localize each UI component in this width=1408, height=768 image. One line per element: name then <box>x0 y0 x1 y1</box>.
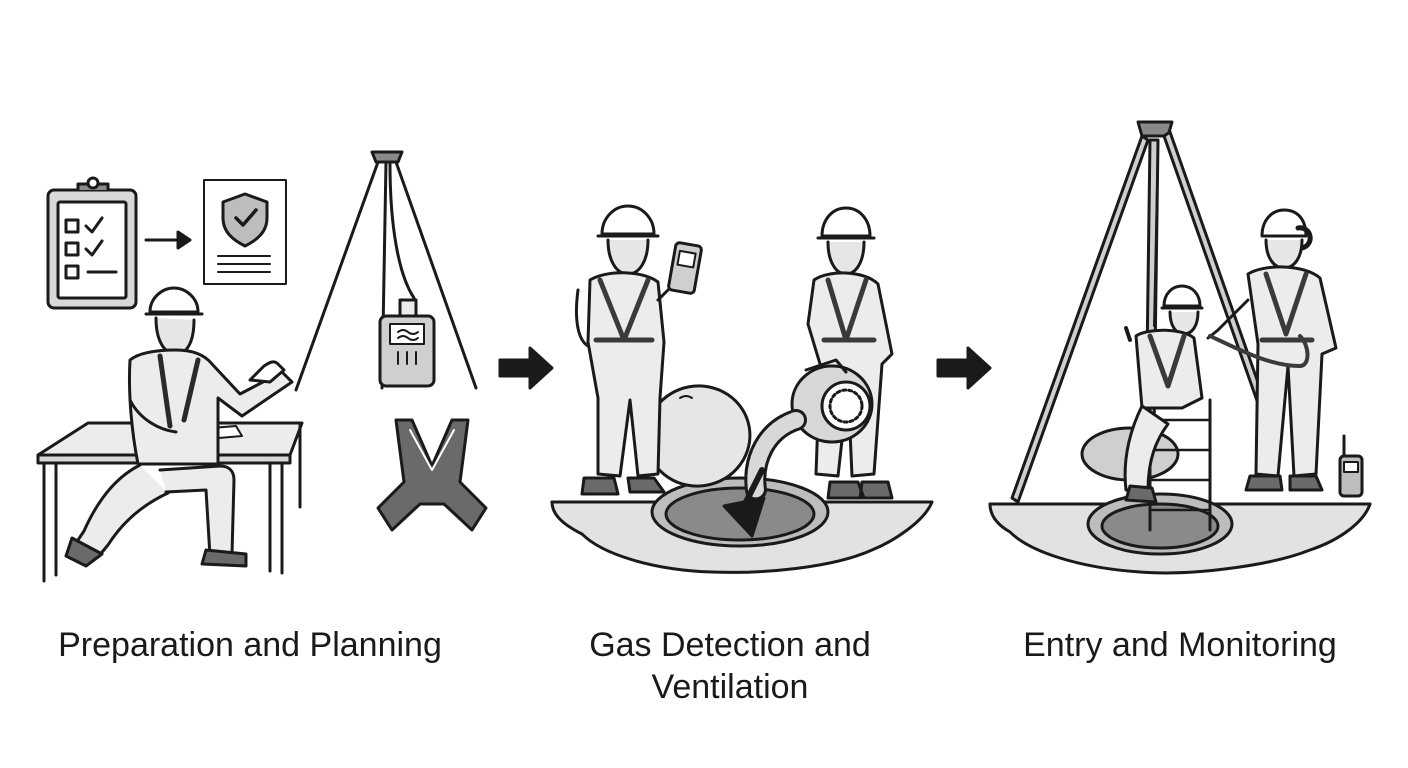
airflow-arrow-icon <box>722 467 766 538</box>
permit-shield-icon <box>203 179 287 285</box>
ventilation-blower-icon <box>790 358 874 444</box>
step-arrow-1-icon <box>498 346 554 390</box>
manhole-cover-icon <box>644 384 752 488</box>
arrow-right-icon <box>144 230 192 250</box>
entrant-worker-figure <box>1123 284 1204 504</box>
worker-ventilation-figure <box>806 206 894 500</box>
safety-harness-icon <box>376 418 488 532</box>
step-2-caption-line-2: Ventilation <box>651 668 809 706</box>
step-3-caption-text: Entry and Monitoring <box>1023 626 1337 664</box>
clipboard-checklist-icon <box>46 176 138 310</box>
tripod-with-gas-monitor-icon <box>294 150 478 392</box>
two-way-radio-icon <box>1338 434 1364 498</box>
step-2-caption: Gas Detection and Ventilation <box>520 624 940 708</box>
worker-planning-figure <box>64 286 294 568</box>
step-2-caption-line-1: Gas Detection and <box>589 626 871 664</box>
attendant-worker-figure <box>1206 208 1338 492</box>
step-gas-detection-illustration <box>550 204 934 574</box>
step-entry-monitoring-illustration <box>988 120 1372 575</box>
step-preparation-illustration <box>36 150 488 583</box>
step-1-caption: Preparation and Planning <box>40 624 460 666</box>
step-1-caption-text: Preparation and Planning <box>58 626 442 664</box>
step-arrow-2-icon <box>936 346 992 390</box>
worker-gas-detector-figure <box>574 204 703 496</box>
step-3-caption: Entry and Monitoring <box>980 624 1380 666</box>
